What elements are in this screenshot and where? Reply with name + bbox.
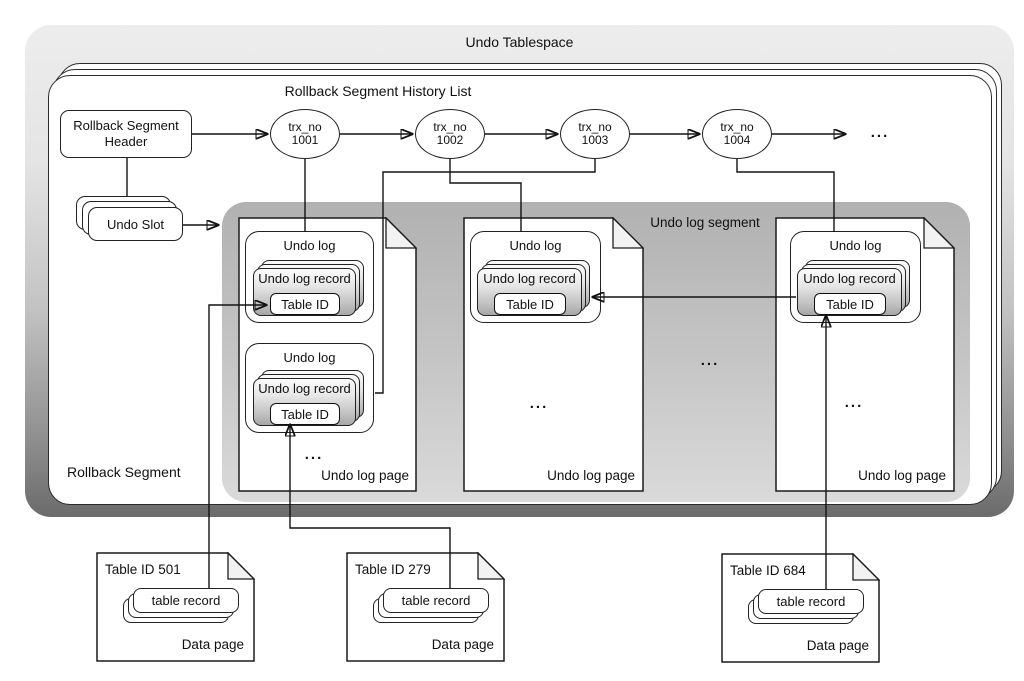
data-page-title: Table ID 279 <box>355 562 431 577</box>
undo-log-page-ellipsis: ... <box>844 394 864 411</box>
undo-log-box: Undo log Undo log record Table ID <box>790 231 921 323</box>
folded-corner <box>612 217 644 249</box>
rollback-segment-label: Rollback Segment <box>67 464 181 480</box>
undo-log-box: Undo log Undo log record Table ID <box>245 343 374 433</box>
data-page-title: Table ID 684 <box>730 563 806 578</box>
undo-log-record: Undo log record Table ID <box>477 268 582 316</box>
undo-log-segment-ellipsis: ... <box>700 352 720 369</box>
table-record: table record <box>383 588 489 613</box>
trx-node-id: 1004 <box>723 133 751 147</box>
data-page-label: Data page <box>181 637 244 652</box>
undo-log-record: Undo log record Table ID <box>797 268 902 316</box>
undo-log-title: Undo log <box>283 350 336 365</box>
undo-log-page-2: Undo log Undo log record Table ID ... Un… <box>463 217 644 492</box>
undo-log-page-label: Undo log page <box>858 468 946 483</box>
trx-node-1003: trx_no 1003 <box>560 109 630 159</box>
table-id-box: Table ID <box>270 403 340 425</box>
undo-log-page-label: Undo log page <box>547 468 635 483</box>
folded-corner <box>923 217 955 249</box>
data-page-label: Data page <box>431 637 494 652</box>
undo-log-record-label: Undo log record <box>258 271 351 286</box>
trx-node-name: trx_no <box>288 120 322 134</box>
undo-log-title: Undo log <box>509 238 562 253</box>
undo-log-record-label: Undo log record <box>803 271 896 286</box>
history-list-ellipsis: ... <box>870 124 890 141</box>
trx-node-name: trx_no <box>578 120 612 134</box>
trx-node-1002: trx_no 1002 <box>415 109 485 159</box>
undo-log-page-3: Undo log Undo log record Table ID ... Un… <box>775 217 955 492</box>
trx-node-id: 1002 <box>436 133 464 147</box>
undo-log-page-ellipsis: ... <box>529 395 549 412</box>
table-id-box: Table ID <box>270 293 340 315</box>
folded-corner <box>385 217 417 249</box>
folded-corner <box>477 552 505 580</box>
data-page-label: Data page <box>806 638 869 653</box>
undo-log-page-ellipsis: ... <box>304 446 324 463</box>
undo-log-record-label: Undo log record <box>258 381 351 396</box>
undo-log-record: Undo log record Table ID <box>253 378 356 426</box>
undo-log-box: Undo log Undo log record Table ID <box>470 231 601 323</box>
undo-log-page-1: Undo log Undo log record Table ID Undo l… <box>238 217 417 492</box>
trx-node-name: trx_no <box>720 120 754 134</box>
data-page-501: Table ID 501 table record Data page <box>96 552 255 662</box>
undo-tablespace-title: Undo Tablespace <box>465 34 574 50</box>
data-page-title: Table ID 501 <box>105 562 181 577</box>
folded-corner <box>852 553 880 581</box>
undo-log-segment-label: Undo log segment <box>650 215 760 230</box>
undo-log-record-label: Undo log record <box>483 271 576 286</box>
rollback-segment-history-list-title: Rollback Segment History List <box>284 83 472 99</box>
table-id-box: Table ID <box>494 293 566 315</box>
undo-log-title: Undo log <box>829 238 882 253</box>
trx-node-id: 1003 <box>581 133 609 147</box>
undo-log-record: Undo log record Table ID <box>253 268 356 316</box>
trx-node-name: trx_no <box>433 120 467 134</box>
undo-log-title: Undo log <box>283 238 336 253</box>
table-record: table record <box>758 589 864 614</box>
trx-node-1004: trx_no 1004 <box>702 109 772 159</box>
folded-corner <box>227 552 255 580</box>
rollback-segment-header-box: Rollback Segment Header <box>60 110 192 158</box>
data-page-684: Table ID 684 table record Data page <box>721 553 880 663</box>
undo-log-box: Undo log Undo log record Table ID <box>245 231 374 323</box>
table-id-box: Table ID <box>814 293 886 315</box>
undo-slot-card-front: Undo Slot <box>88 207 183 241</box>
trx-node-id: 1001 <box>291 133 319 147</box>
table-record: table record <box>133 588 239 613</box>
undo-log-page-label: Undo log page <box>321 468 409 483</box>
data-page-279: Table ID 279 table record Data page <box>346 552 505 662</box>
trx-node-1001: trx_no 1001 <box>270 109 340 159</box>
